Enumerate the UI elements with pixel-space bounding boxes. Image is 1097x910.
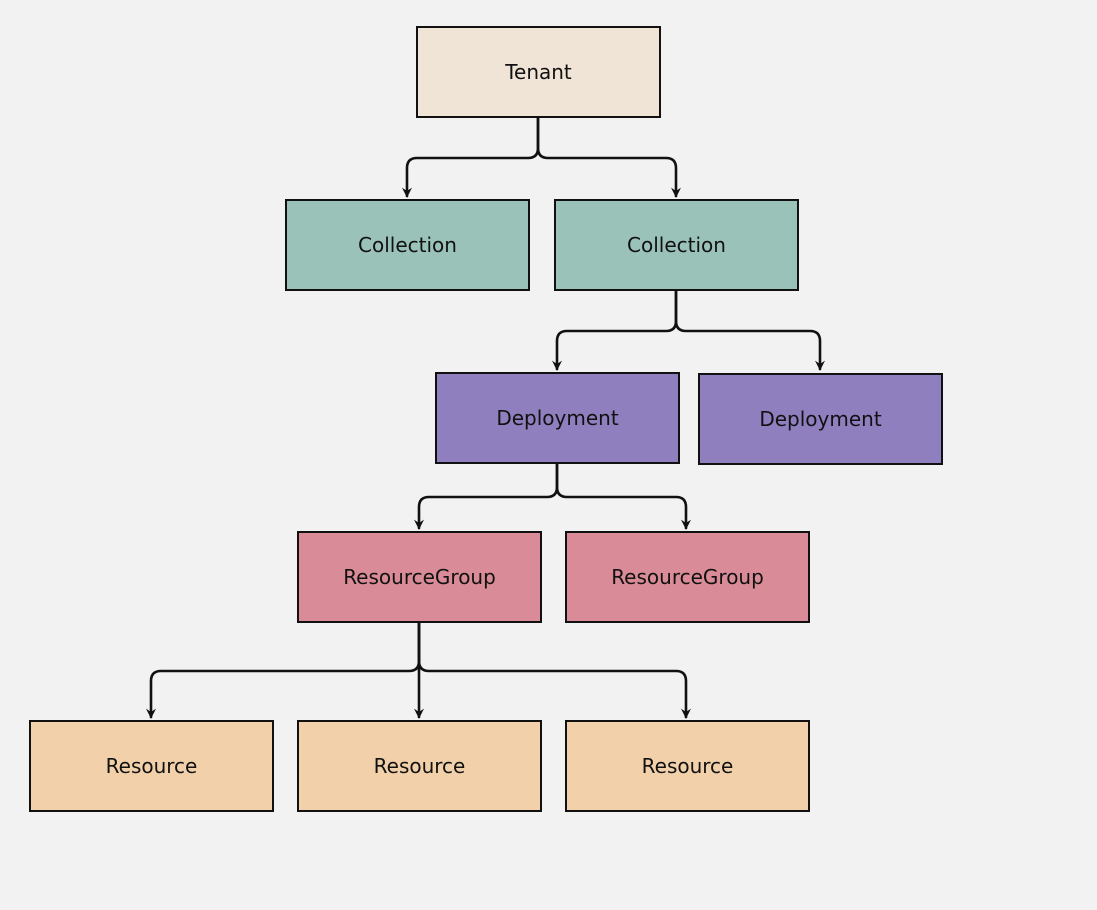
edge-tenant-collection-2 [536,116,681,198]
edge-collection-2-deployment-2 [674,289,825,371]
node-deployment-2: Deployment [698,373,943,465]
edge-tenant-collection-1 [402,116,540,198]
node-resourcegroup-2: ResourceGroup [565,531,810,623]
node-label: Resource [373,754,466,778]
node-resource-1: Resource [29,720,274,812]
node-label: Deployment [496,406,619,430]
node-label: ResourceGroup [611,565,764,589]
node-label: Resource [105,754,198,778]
node-tenant: Tenant [416,26,661,118]
node-resource-3: Resource [565,720,810,812]
node-collection-1: Collection [285,199,530,291]
edge-deployment-1-resourcegroup-2 [555,462,691,530]
node-label: Collection [358,233,457,257]
edge-collection-2-deployment-1 [552,289,678,371]
node-label: Tenant [505,60,572,84]
node-label: Resource [641,754,734,778]
node-label: Collection [627,233,726,257]
node-resource-2: Resource [297,720,542,812]
node-collection-2: Collection [554,199,799,291]
node-label: Deployment [759,407,882,431]
node-resourcegroup-1: ResourceGroup [297,531,542,623]
node-deployment-1: Deployment [435,372,680,464]
edge-deployment-1-resourcegroup-1 [414,462,559,530]
edge-resourcegroup-1-resource-1 [146,621,421,719]
node-label: ResourceGroup [343,565,496,589]
edge-resourcegroup-1-resource-3 [417,621,691,719]
